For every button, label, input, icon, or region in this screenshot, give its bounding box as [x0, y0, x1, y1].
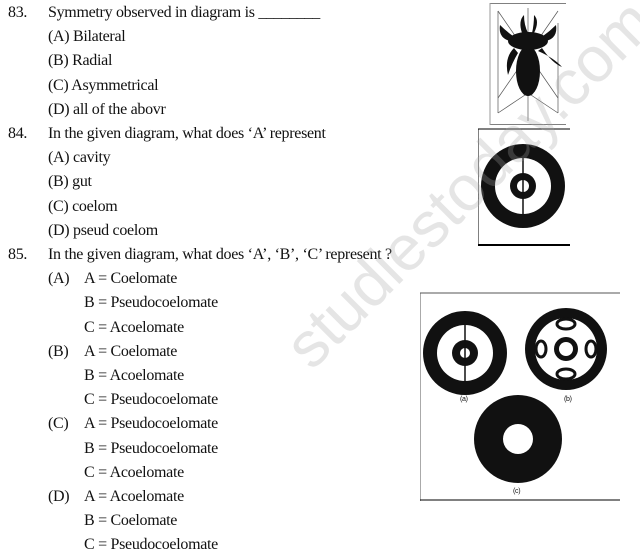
figure-c: [474, 395, 562, 483]
question-text: In the given diagram, what does ‘A’ repr…: [48, 125, 326, 142]
figure-a: [423, 311, 507, 395]
question-text: In the given diagram, what does ‘A’, ‘B’…: [48, 246, 392, 263]
option: (C) Asymmetrical: [48, 76, 159, 94]
option-line: A = Coelomate: [84, 342, 178, 360]
option: (D) all of the abovr: [48, 100, 166, 118]
option-label: (B): [48, 342, 69, 360]
radial-symmetry-figure: [489, 3, 566, 125]
option-line: C = Acoelomate: [84, 463, 184, 481]
option-line: A = Coelomate: [84, 270, 178, 288]
figure-b: [525, 308, 607, 390]
option-label: (A): [48, 270, 70, 288]
coelom-cross-section-figure: [478, 128, 570, 246]
option: (D) pseud coelom: [48, 221, 158, 239]
caption-a: (a): [460, 396, 468, 403]
question-number: 83.: [8, 4, 28, 21]
option-label: (C): [48, 415, 69, 433]
option-line: B = Acoelomate: [84, 367, 184, 384]
option-line: A = Acoelomate: [84, 488, 184, 505]
option-label: (D): [48, 488, 70, 505]
option-line: C = Pseudocoelomate: [84, 536, 218, 554]
option-line: C = Acoelomate: [84, 318, 184, 336]
question-number: 85.: [8, 246, 28, 263]
option-line: B = Pseudocoelomate: [84, 439, 218, 457]
option: (B) gut: [48, 173, 92, 191]
question-number: 84.: [8, 125, 28, 142]
option-line: C = Pseudocoelomate: [84, 391, 218, 409]
body-cavity-types-figure: [420, 292, 620, 501]
question-text: Symmetry observed in diagram is ________: [48, 4, 320, 21]
caption-c: (c): [513, 488, 521, 495]
option: (C) coelom: [48, 197, 118, 215]
caption-b: (b): [564, 396, 572, 403]
option-line: A = Pseudocoelomate: [84, 415, 218, 433]
option-line: B = Coelomate: [84, 512, 178, 530]
option: (A) cavity: [48, 149, 111, 167]
option: (B) Radial: [48, 52, 113, 70]
option: (A) Bilateral: [48, 28, 126, 46]
option-line: B = Pseudocoelomate: [84, 294, 218, 312]
